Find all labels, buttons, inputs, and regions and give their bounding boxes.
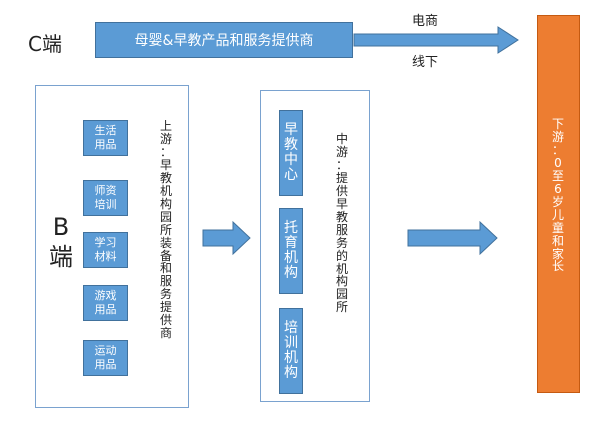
- upstream-caption-char: 商: [159, 326, 172, 341]
- upstream-caption-char: 提: [159, 300, 172, 315]
- midstream-item-char: 机: [284, 250, 298, 266]
- midstream-caption-char: 的: [335, 248, 348, 263]
- down-arrow-shape: [407, 220, 498, 256]
- downstream-caption-char: 至: [551, 168, 564, 183]
- c-side-product-box: 母婴&早教产品和服务提供商: [95, 22, 353, 58]
- upstream-item-teacher-training: 师资 培训: [83, 180, 128, 216]
- downstream-caption-char: 和: [551, 233, 564, 248]
- upstream-caption-char: 供: [159, 313, 172, 328]
- midstream-caption-char: ：: [335, 157, 348, 172]
- upstream-caption-char: 上: [159, 119, 172, 133]
- upstream-caption-char: 教: [159, 170, 172, 185]
- c-arrow-shape: [353, 26, 519, 54]
- midstream-outline-box: [260, 90, 370, 402]
- midstream-item-char: 中: [284, 152, 298, 168]
- c-to-downstream-arrow: [353, 26, 519, 54]
- downstream-caption-char: 童: [551, 220, 564, 235]
- midstream-item-char: 训: [284, 334, 298, 351]
- upstream-item-sports-goods: 运动 用品: [83, 340, 128, 376]
- b-side-label-line2: 端: [49, 243, 73, 271]
- midstream-item-char: 机: [284, 350, 298, 366]
- upstream-caption-char: 和: [159, 261, 172, 276]
- midstream-item-char: 构: [284, 265, 298, 282]
- midstream-item-char: 教: [284, 136, 298, 153]
- channel-online-label: 电商: [412, 14, 439, 29]
- midstream-item-char: 构: [284, 365, 298, 382]
- downstream-caption-char: 岁: [551, 194, 564, 209]
- c-side-product-text: 母婴&早教产品和服务提供商: [134, 33, 314, 49]
- upstream-item-game-goods: 游戏 用品: [83, 285, 128, 321]
- downstream-caption-char: 家: [551, 246, 564, 261]
- midstream-caption-char: 早: [335, 196, 348, 211]
- midstream-caption-char: 提: [335, 170, 348, 185]
- midstream-item-char: 培: [284, 319, 298, 336]
- midstream-caption: 中游：提供早教服务的机构园所: [334, 133, 350, 314]
- midstream-item-training-institution: 培训机构: [279, 308, 303, 394]
- midstream-caption-char: 务: [335, 235, 348, 250]
- upstream-item-learning-materials: 学习 材料: [83, 232, 128, 268]
- upstream-caption-char: 装: [159, 235, 172, 250]
- downstream-caption-char: 游: [551, 129, 564, 144]
- upstream-to-midstream-arrow: [202, 220, 251, 256]
- upstream-caption-char: 备: [159, 248, 172, 263]
- upstream-caption-char: ：: [159, 144, 172, 159]
- channel-offline-label: 线下: [412, 55, 439, 70]
- downstream-caption-char: 6: [554, 181, 562, 196]
- b-side-label: B 端: [49, 212, 73, 272]
- midstream-caption-char: 服: [335, 222, 348, 237]
- midstream-item-char: 育: [284, 234, 298, 251]
- midstream-caption-char: 游: [335, 144, 348, 159]
- midstream-caption-char: 构: [335, 274, 348, 289]
- upstream-caption-char: 构: [159, 196, 172, 211]
- midstream-item-char: 早: [284, 121, 298, 138]
- b-side-label-line1: B: [52, 213, 70, 241]
- downstream-caption-char: 长: [551, 259, 564, 274]
- downstream-box: [537, 15, 580, 393]
- midstream-item-early-education-center: 早教中心: [279, 110, 303, 196]
- upstream-caption-char: 园: [159, 209, 172, 224]
- upstream-caption-char: 早: [159, 157, 172, 172]
- downstream-caption-char: 0: [554, 155, 562, 170]
- downstream-caption-char: 下: [551, 117, 564, 131]
- upstream-caption-char: 服: [159, 274, 172, 289]
- midstream-caption-char: 供: [335, 183, 348, 198]
- midstream-caption-char: 教: [335, 209, 348, 224]
- midstream-caption-char: 园: [335, 287, 348, 302]
- downstream-caption-char: ：: [551, 142, 564, 157]
- upstream-caption-char: 务: [159, 287, 172, 302]
- midstream-item-char: 托: [284, 219, 298, 236]
- midstream-caption-char: 中: [335, 132, 348, 146]
- mid-arrow-shape: [202, 220, 251, 256]
- upstream-caption-char: 游: [159, 131, 172, 146]
- midstream-item-char: 心: [284, 167, 298, 184]
- upstream-caption-char: 机: [159, 183, 172, 198]
- midstream-caption-char: 所: [335, 300, 348, 315]
- midstream-item-childcare-institution: 托育机构: [279, 208, 303, 294]
- upstream-item-daily-goods: 生活 用品: [83, 120, 128, 156]
- midstream-caption-char: 机: [335, 261, 348, 276]
- midstream-to-downstream-arrow: [407, 220, 498, 256]
- upstream-caption-char: 所: [159, 222, 172, 237]
- c-side-label: C端: [28, 32, 62, 56]
- downstream-caption-char: 儿: [551, 207, 564, 222]
- upstream-caption: 上游：早教机构园所装备和服务提供商: [158, 120, 174, 340]
